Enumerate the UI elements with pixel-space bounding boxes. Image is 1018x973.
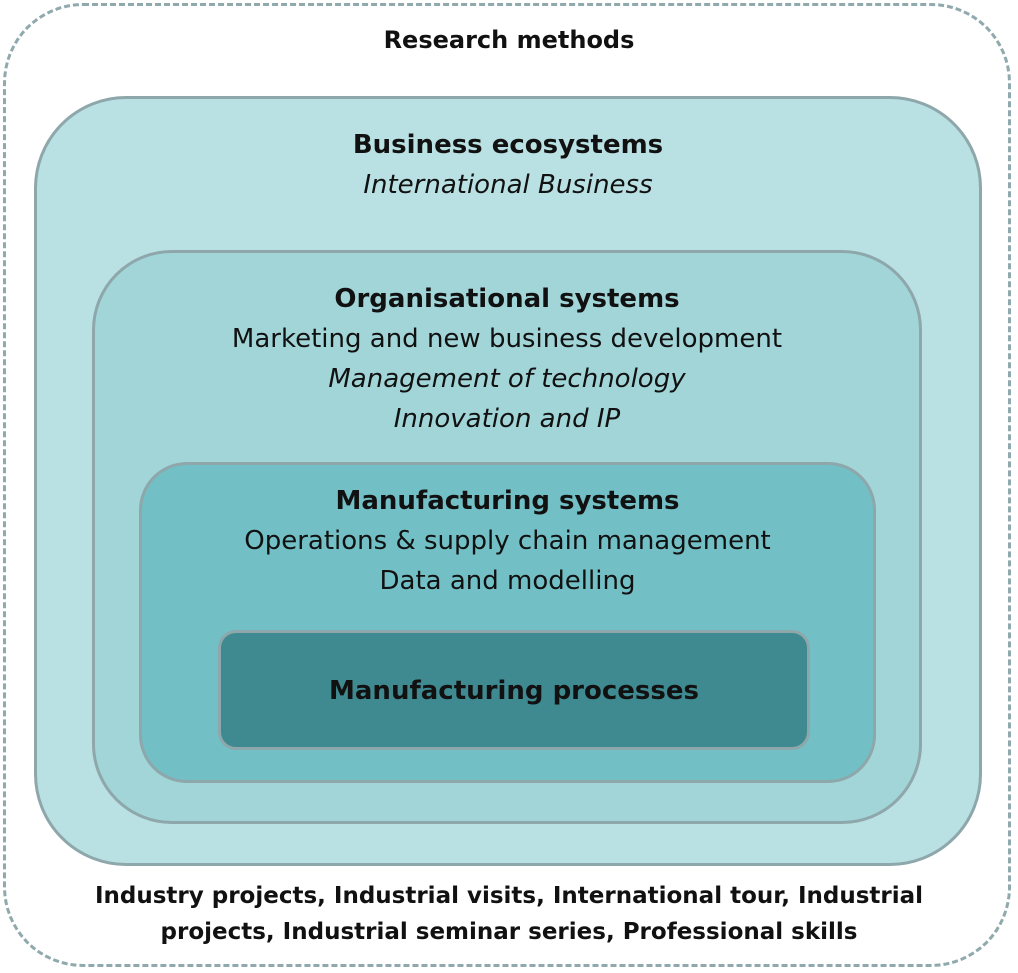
organisational-systems-heading: Organisational systems [334, 284, 680, 314]
manufacturing-processes-layer: Manufacturing processes [218, 630, 810, 750]
activities-footer-line-1: Industry projects, Industrial visits, In… [94, 883, 924, 909]
manufacturing-item-operations: Operations & supply chain management [244, 526, 771, 556]
research-methods-frame [3, 3, 1011, 967]
organisational-item-innovation: Innovation and IP [393, 404, 621, 434]
organisational-item-marketing: Marketing and new business development [231, 324, 783, 354]
activities-footer-line-2: projects, Industrial seminar series, Pro… [160, 919, 858, 945]
organisational-item-management: Management of technology [328, 364, 686, 394]
business-ecosystems-subtitle: International Business [363, 170, 653, 200]
manufacturing-item-data: Data and modelling [379, 566, 636, 596]
business-ecosystems-heading: Business ecosystems [352, 130, 664, 160]
manufacturing-processes-heading: Manufacturing processes [329, 676, 699, 706]
research-methods-title: Research methods [383, 26, 635, 54]
manufacturing-systems-heading: Manufacturing systems [335, 486, 680, 516]
